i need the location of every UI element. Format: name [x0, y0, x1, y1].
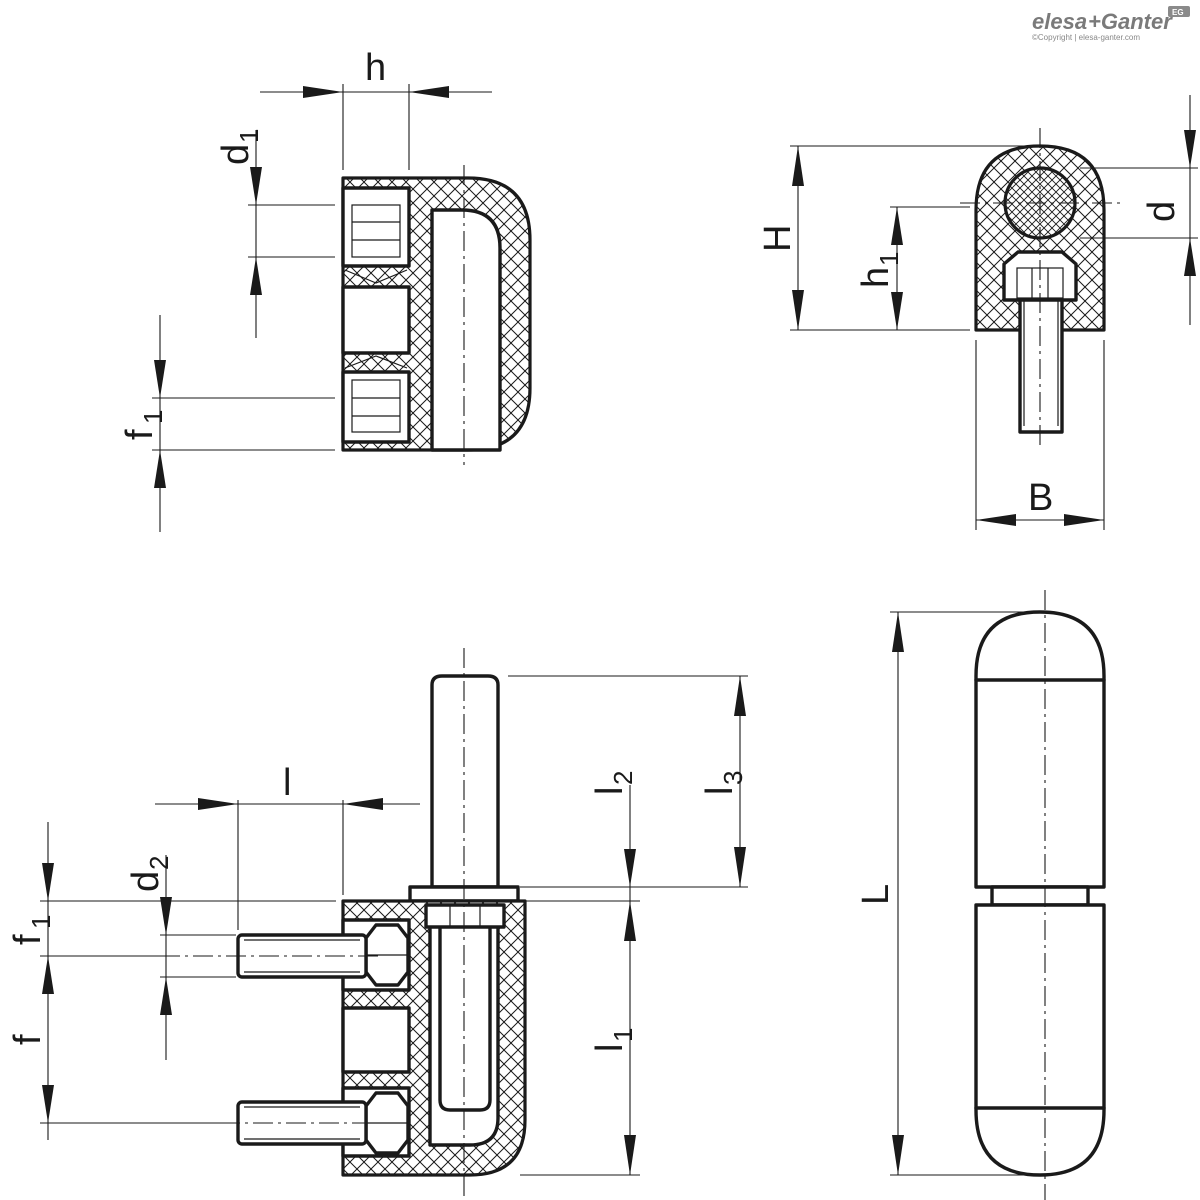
svg-text:2: 2	[608, 771, 638, 785]
svg-text:1: 1	[874, 252, 904, 266]
dim-h: h	[365, 47, 386, 89]
dim-l: l	[283, 762, 291, 804]
dim-H: H	[757, 225, 799, 252]
dim-l2: l 2	[589, 771, 638, 795]
dim-d2: d 2	[125, 856, 174, 892]
brand-name-ganter: +Ganter	[1088, 9, 1173, 34]
dim-B: B	[1028, 477, 1053, 519]
lower-barrel	[974, 903, 1106, 1177]
upper-barrel	[974, 610, 1106, 889]
dim-d: d	[1141, 201, 1183, 222]
svg-text:1: 1	[138, 410, 168, 424]
dim-f1-lower: f 1	[7, 915, 56, 945]
svg-text:h: h	[855, 267, 897, 288]
spacer-cavity	[341, 285, 411, 355]
pin-cavity-lower	[428, 923, 500, 1147]
dim-L: L	[855, 884, 897, 905]
brand-name-elesa: elesa	[1032, 9, 1087, 34]
nut-cavity-top	[341, 186, 411, 268]
svg-text:H: H	[757, 225, 799, 252]
svg-text:d: d	[125, 871, 167, 892]
brand-copyright: ©Copyright | elesa-ganter.com	[1032, 33, 1140, 42]
svg-text:1: 1	[608, 1028, 638, 1042]
svg-text:l: l	[589, 1044, 631, 1052]
brand-logo: elesa +Ganter ©Copyright | elesa-ganter.…	[1032, 6, 1190, 42]
dim-h1: h 1	[855, 252, 904, 288]
dim-d1: d 1	[215, 129, 264, 165]
dim-l1: l 1	[589, 1028, 638, 1052]
view-bottom-right-elevation: L	[855, 590, 1106, 1200]
svg-text:l: l	[699, 787, 741, 795]
svg-text:d: d	[1141, 201, 1183, 222]
dim-f1-top: f 1	[119, 410, 168, 440]
svg-text:1: 1	[26, 915, 56, 929]
nut-cavity-bottom	[341, 370, 411, 444]
brand-badge	[1168, 6, 1190, 17]
spacer-cavity-lower	[341, 1006, 411, 1074]
svg-text:L: L	[855, 884, 897, 905]
bolt	[1018, 298, 1064, 434]
svg-text:l: l	[589, 787, 631, 795]
barrel-joint	[990, 885, 1090, 907]
svg-text:3: 3	[718, 771, 748, 785]
view-top-right-section: H h 1 d B	[757, 95, 1198, 530]
svg-text:f: f	[119, 429, 161, 440]
pin-cavity	[430, 208, 502, 452]
view-top-left-section: h d 1 f 1	[119, 47, 532, 532]
svg-text:f: f	[7, 934, 49, 945]
svg-text:f: f	[7, 1034, 49, 1045]
hinge-pin	[430, 674, 500, 889]
svg-text:2: 2	[144, 856, 174, 870]
dim-f: f	[7, 1034, 49, 1045]
svg-text:d: d	[215, 144, 257, 165]
svg-text:1: 1	[234, 129, 264, 143]
brand-badge-text: EG	[1172, 8, 1184, 17]
view-bottom-left-section: l d 2 f 1 f l	[7, 648, 748, 1200]
dim-l3: l 3	[699, 771, 748, 795]
